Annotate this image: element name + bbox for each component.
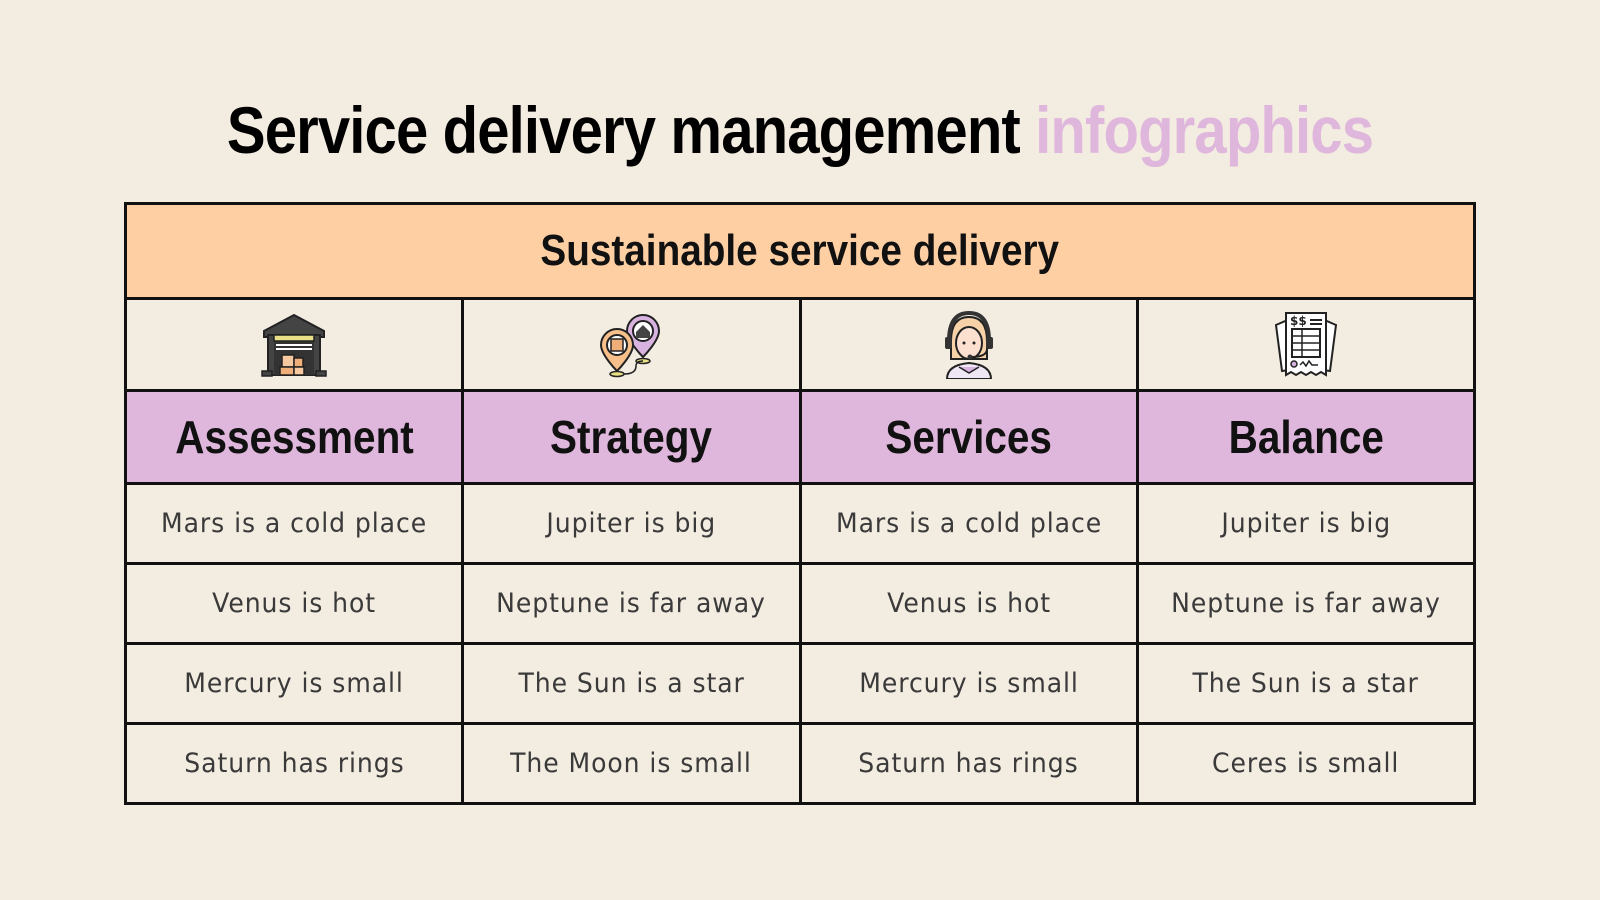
column-header-label: Balance <box>1228 411 1384 463</box>
warehouse-icon <box>260 311 328 379</box>
icon-cell: $$ <box>1135 300 1473 389</box>
cell-text: Mercury is small <box>858 668 1079 699</box>
icon-cell <box>798 300 1136 389</box>
cell-text: Mercury is small <box>184 668 404 699</box>
column-header-label: Services <box>885 411 1052 463</box>
table-cell: The Moon is small <box>461 725 798 802</box>
invoice-icon: $$ <box>1272 311 1340 379</box>
table-cell: Mars is a cold place <box>798 485 1136 562</box>
table-cell: Venus is hot <box>127 565 461 642</box>
column-header-label: Assessment <box>174 411 414 463</box>
table-cell: Saturn has rings <box>798 725 1136 802</box>
support-agent-icon <box>941 310 997 379</box>
table-cell: Jupiter is big <box>1135 485 1473 562</box>
icon-cell <box>127 300 461 389</box>
svg-text:$$: $$ <box>1290 314 1307 328</box>
table-cell: Neptune is far away <box>1135 565 1473 642</box>
cell-text: Saturn has rings <box>858 748 1079 779</box>
table-cell: Mercury is small <box>127 645 461 722</box>
cell-text: Neptune is far away <box>496 588 767 619</box>
cell-text: Venus is hot <box>212 588 377 619</box>
table-cell: Saturn has rings <box>127 725 461 802</box>
cell-text: The Moon is small <box>510 748 753 779</box>
table-cell: Jupiter is big <box>461 485 798 562</box>
table-cell: Venus is hot <box>798 565 1136 642</box>
column-headers: Assessment Strategy Services Balance <box>127 389 1473 482</box>
cell-text: Mars is a cold place <box>835 508 1102 539</box>
location-pins-icon <box>597 311 665 379</box>
table-cell: Neptune is far away <box>461 565 798 642</box>
cell-text: Mars is a cold place <box>161 508 428 539</box>
column-header: Strategy <box>461 392 799 482</box>
table-header: Sustainable service delivery <box>127 205 1473 297</box>
table-cell: The Sun is a star <box>1135 645 1473 722</box>
cell-text: Neptune is far away <box>1171 588 1441 619</box>
service-table: Sustainable service delivery <box>124 202 1476 805</box>
cell-text: Venus is hot <box>886 588 1051 619</box>
title-accent: infographics <box>1035 93 1374 167</box>
table-header-title: Sustainable service delivery <box>540 226 1060 275</box>
cell-text: The Sun is a star <box>1192 668 1420 699</box>
cell-text: Saturn has rings <box>183 748 405 779</box>
column-header: Balance <box>1135 392 1473 482</box>
table-cell: Mars is a cold place <box>127 485 461 562</box>
cell-text: The Sun is a star <box>518 668 745 699</box>
cell-text: Jupiter is big <box>546 508 717 539</box>
table-row: Mercury is small The Sun is a star Mercu… <box>127 642 1473 722</box>
column-header: Services <box>798 392 1136 482</box>
column-header-label: Strategy <box>550 411 713 463</box>
table-cell: Mercury is small <box>798 645 1136 722</box>
table-cell: The Sun is a star <box>461 645 798 722</box>
cell-text: Ceres is small <box>1212 748 1400 779</box>
table-cell: Ceres is small <box>1135 725 1473 802</box>
page-title: Service delivery management infographics <box>96 92 1504 168</box>
table-row: Saturn has rings The Moon is small Satur… <box>127 722 1473 802</box>
table-row: Venus is hot Neptune is far away Venus i… <box>127 562 1473 642</box>
title-main: Service delivery management <box>226 93 1021 167</box>
icon-cell <box>461 300 798 389</box>
cell-text: Jupiter is big <box>1220 508 1391 539</box>
icon-row: $$ <box>127 297 1473 389</box>
column-header: Assessment <box>127 392 462 482</box>
table-row: Mars is a cold place Jupiter is big Mars… <box>127 482 1473 562</box>
